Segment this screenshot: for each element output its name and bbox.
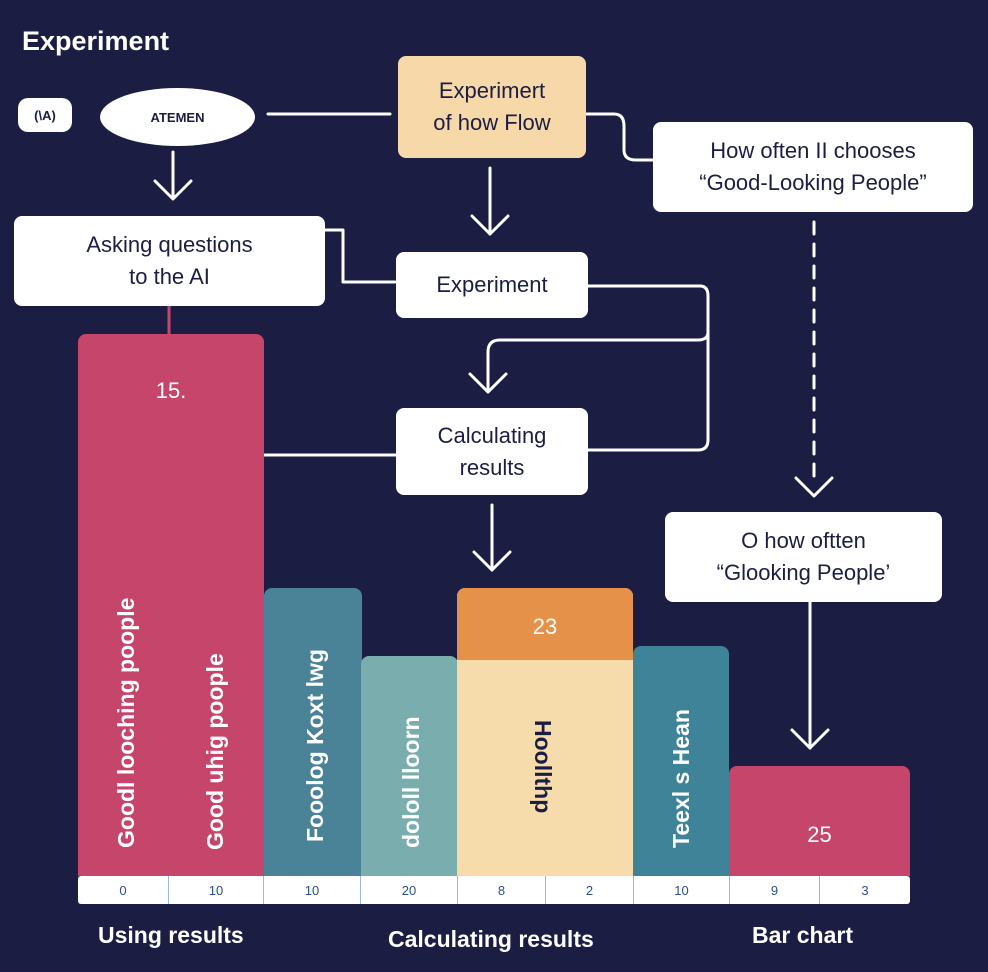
footer-bar-chart: Bar chart — [752, 922, 853, 948]
bar-3 — [361, 656, 458, 876]
bar-1 — [78, 334, 264, 876]
ai-tag: (\A) — [18, 98, 72, 132]
bar-6-value: 25 — [807, 822, 832, 847]
page-title: Experiment — [22, 26, 170, 56]
bar-1-label-b: Good uhig poople — [202, 653, 228, 850]
start-oval: ATEMEN — [100, 88, 255, 146]
calculating-results-box: Calculating results — [396, 408, 588, 495]
tick-label: 20 — [361, 876, 458, 904]
bar-5-label: Teexl s Hean — [668, 709, 694, 848]
tick-label: 10 — [634, 876, 730, 904]
bar-5 — [633, 646, 729, 876]
bar-2 — [264, 588, 362, 876]
how-often-2-box: O how oftten “Glooking People’ — [665, 512, 942, 602]
bar-4-cap — [457, 588, 633, 660]
tick-label: 10 — [264, 876, 361, 904]
tick-label: 10 — [169, 876, 264, 904]
bar-1-label-a: Goodl looching poople — [113, 597, 139, 848]
how-often-box: How often II chooses “Good-Looking Peopl… — [653, 122, 973, 212]
bar-2-label: Fooolog Koxt lwg — [302, 649, 328, 842]
footer-using-results: Using results — [98, 922, 244, 948]
axis-tick-strip: 0 10 10 20 8 2 10 9 3 — [78, 876, 910, 904]
tick-label: 0 — [78, 876, 169, 904]
bar-4-label: Hoollthp — [530, 720, 556, 814]
bar-3-label: dololl lloorn — [398, 716, 424, 848]
asking-questions-box: Asking questions to the AI — [14, 216, 325, 306]
tick-label: 2 — [546, 876, 634, 904]
tick-label: 8 — [458, 876, 546, 904]
tick-label: 3 — [861, 882, 869, 898]
bar-4-value: 23 — [532, 614, 558, 639]
bar-6 — [729, 766, 910, 876]
experiment-box: Experiment — [396, 252, 588, 318]
bar-1-value: 15. — [155, 378, 187, 403]
tick-label: 9 — [730, 876, 820, 904]
experiment-flow-box: Experimert of how Flow — [398, 56, 586, 158]
footer-calculating-results: Calculating results — [388, 926, 594, 952]
